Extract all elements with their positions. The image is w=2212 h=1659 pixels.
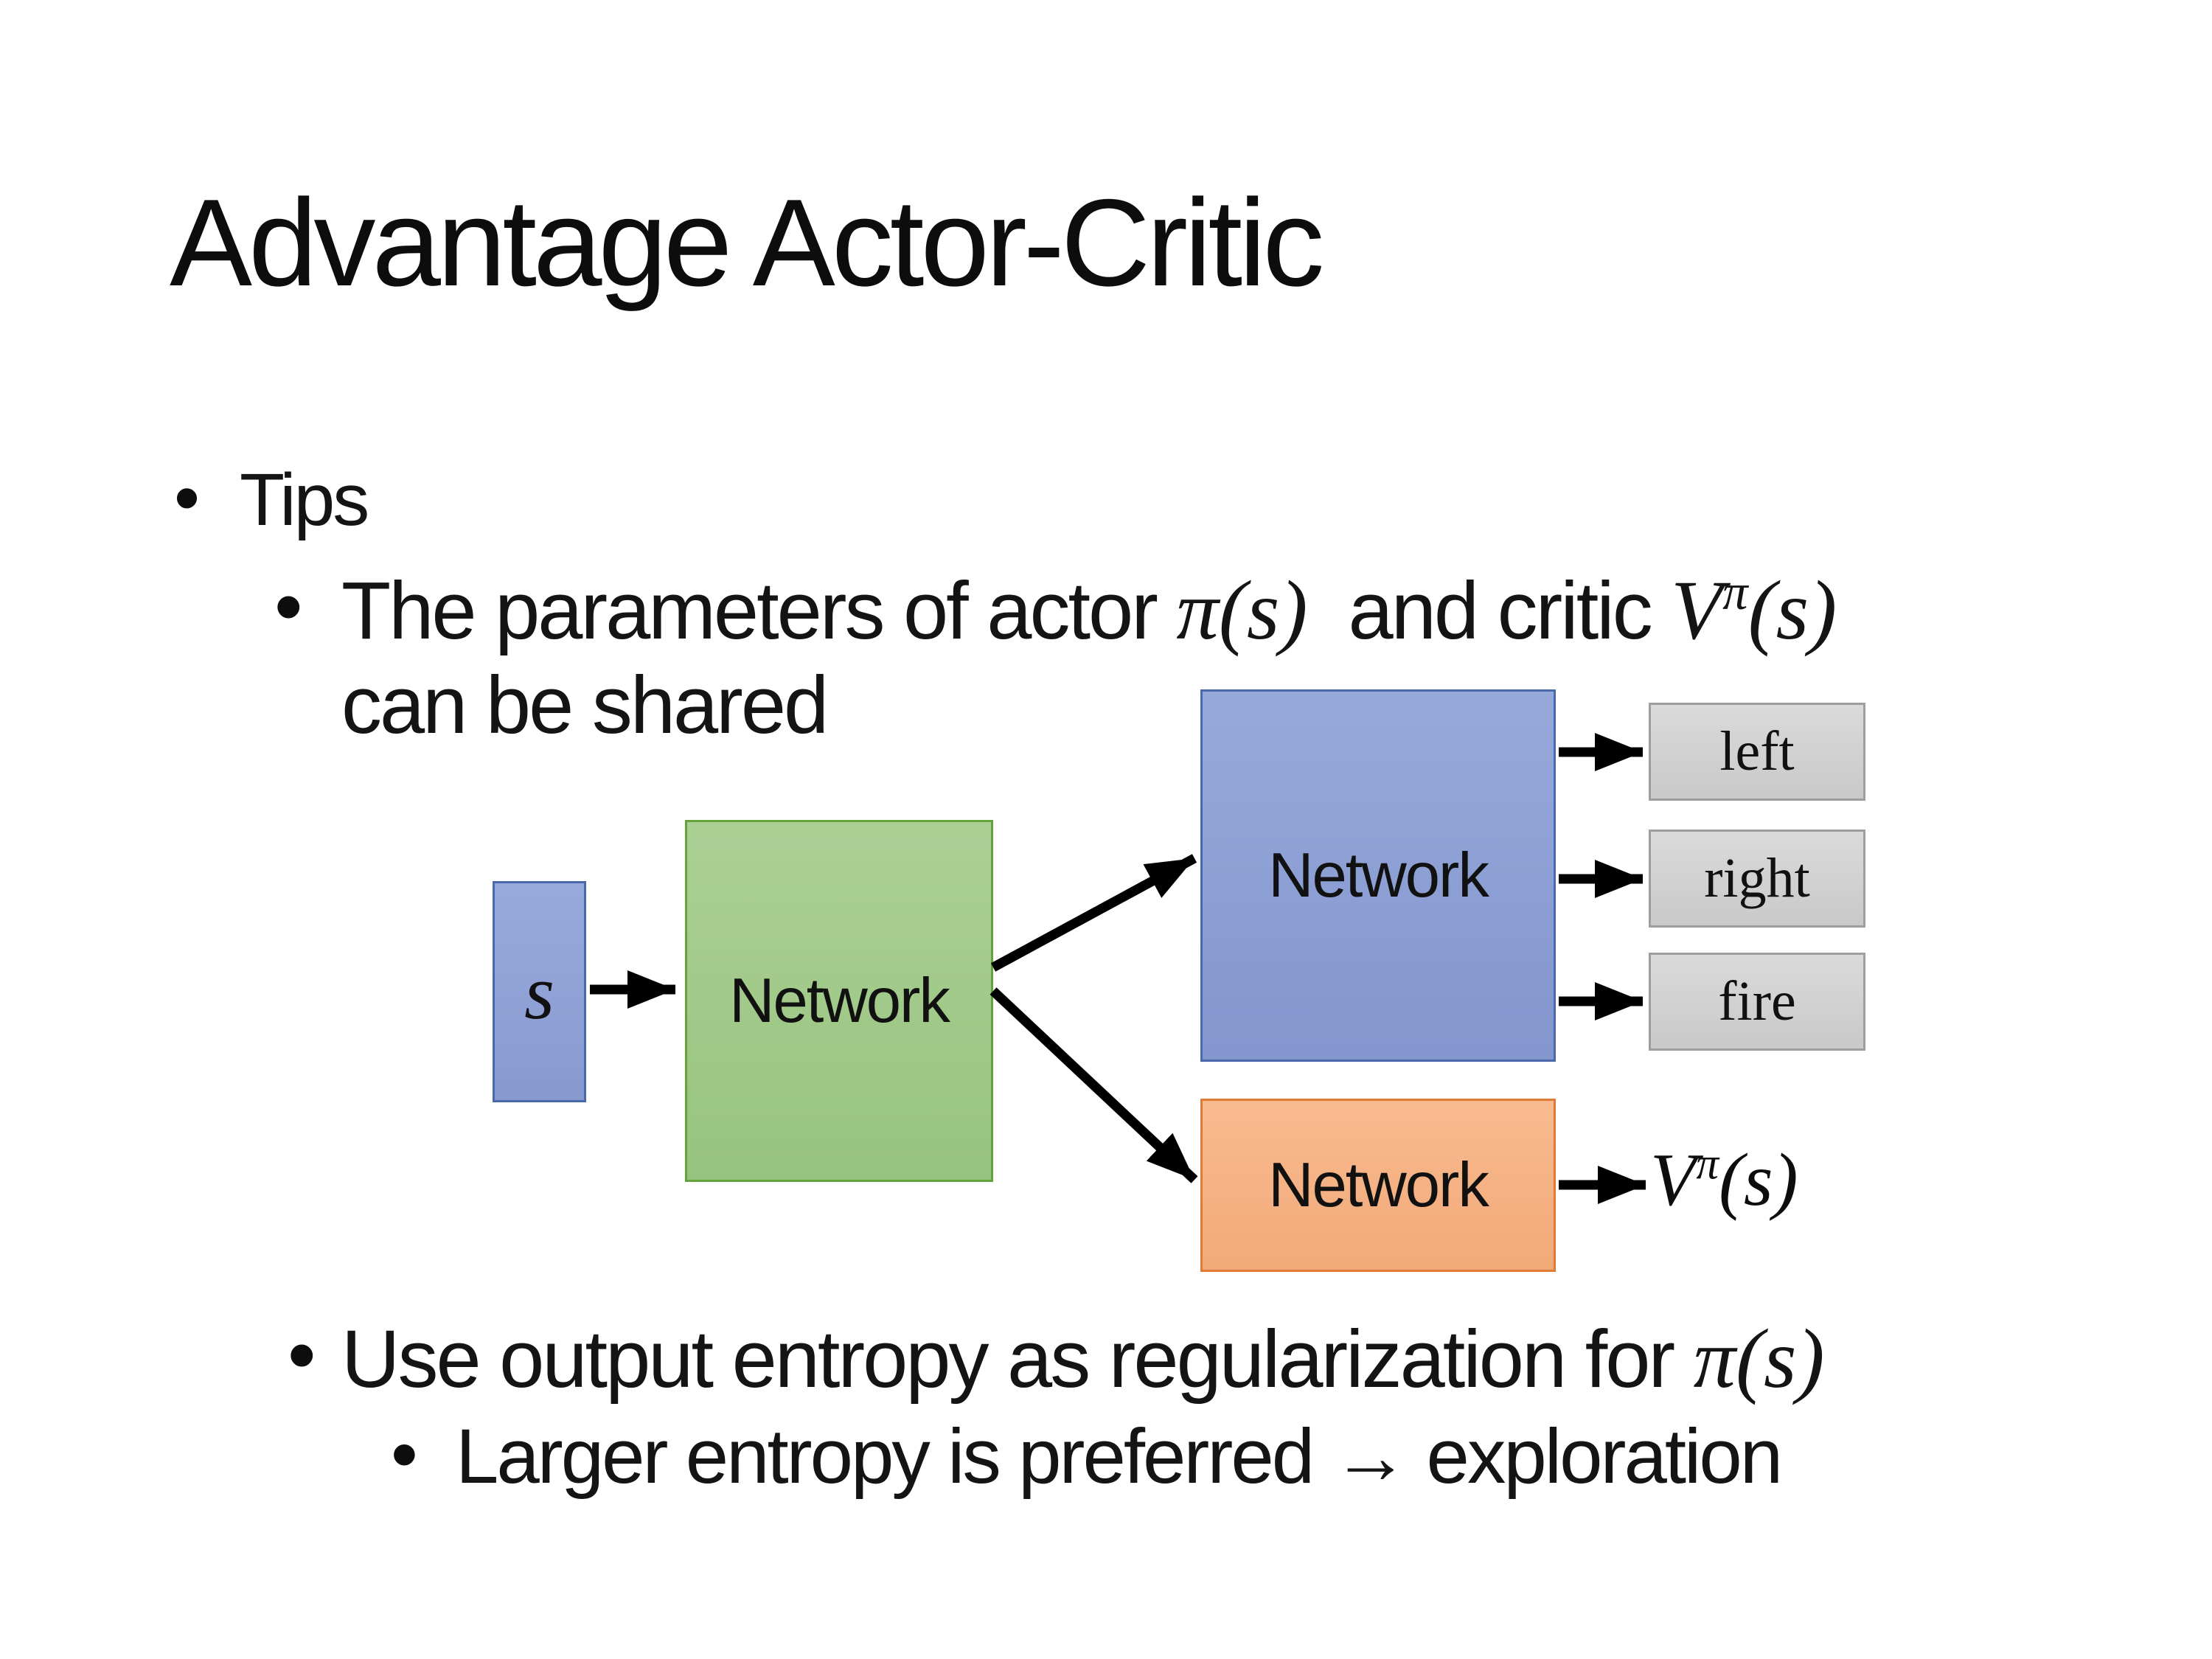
- bullet-entropy-line: Use output entropy as regularization for…: [341, 1308, 1825, 1409]
- v-args: (s): [1747, 563, 1837, 657]
- action-label-right: right: [1704, 847, 1810, 909]
- bullet-exploration-line: Larger entropy is preferred → exploratio…: [456, 1413, 1783, 1500]
- exploration-bullet-marker: •: [391, 1411, 418, 1498]
- slide-title: Advantage Actor-Critic: [170, 173, 1324, 312]
- parameters-text-pre: The parameters of actor: [341, 566, 1177, 656]
- actor-network-label: Network: [1268, 840, 1489, 911]
- v-sup-pi: π: [1722, 564, 1748, 621]
- shared-network-label: Network: [729, 965, 950, 1036]
- action-label-fire: fire: [1718, 970, 1796, 1032]
- bullet-tips: Tips: [240, 459, 369, 541]
- action-label-left: left: [1719, 720, 1795, 782]
- parameters-bullet-marker: •: [274, 561, 303, 652]
- value-output-label: Vπ(s): [1650, 1137, 1798, 1223]
- math-actor-pi-s: π(s): [1176, 563, 1308, 657]
- bullet-parameters-line1: The parameters of actor π(s) and critic …: [341, 560, 1837, 661]
- tips-bullet-marker: •: [174, 456, 201, 539]
- parameters-text-mid: and critic: [1307, 566, 1672, 656]
- critic-network-box: Network: [1200, 1099, 1556, 1272]
- state-box: s: [493, 881, 586, 1102]
- action-box-right: right: [1649, 830, 1865, 928]
- shared-network-box: Network: [685, 820, 993, 1182]
- critic-network-label: Network: [1268, 1150, 1489, 1220]
- action-box-fire: fire: [1649, 953, 1865, 1051]
- math-entropy-pi-s: π(s): [1693, 1312, 1825, 1405]
- entropy-text-pre: Use output entropy as regularization for: [341, 1314, 1694, 1405]
- arrow-shared-to-actor: [990, 854, 1197, 972]
- bullet-parameters-line2: can be shared: [341, 660, 829, 751]
- value-args: (s): [1718, 1138, 1798, 1222]
- action-box-left: left: [1649, 703, 1865, 801]
- value-base: V: [1650, 1138, 1697, 1222]
- state-label: s: [524, 948, 554, 1035]
- entropy-bullet-marker: •: [288, 1310, 316, 1400]
- arrow-shared-to-critic: [990, 987, 1198, 1183]
- math-critic-v: Vπ(s): [1671, 563, 1837, 657]
- value-sup-pi: π: [1696, 1138, 1719, 1189]
- v-base: V: [1671, 563, 1723, 657]
- actor-network-box: Network: [1200, 689, 1556, 1062]
